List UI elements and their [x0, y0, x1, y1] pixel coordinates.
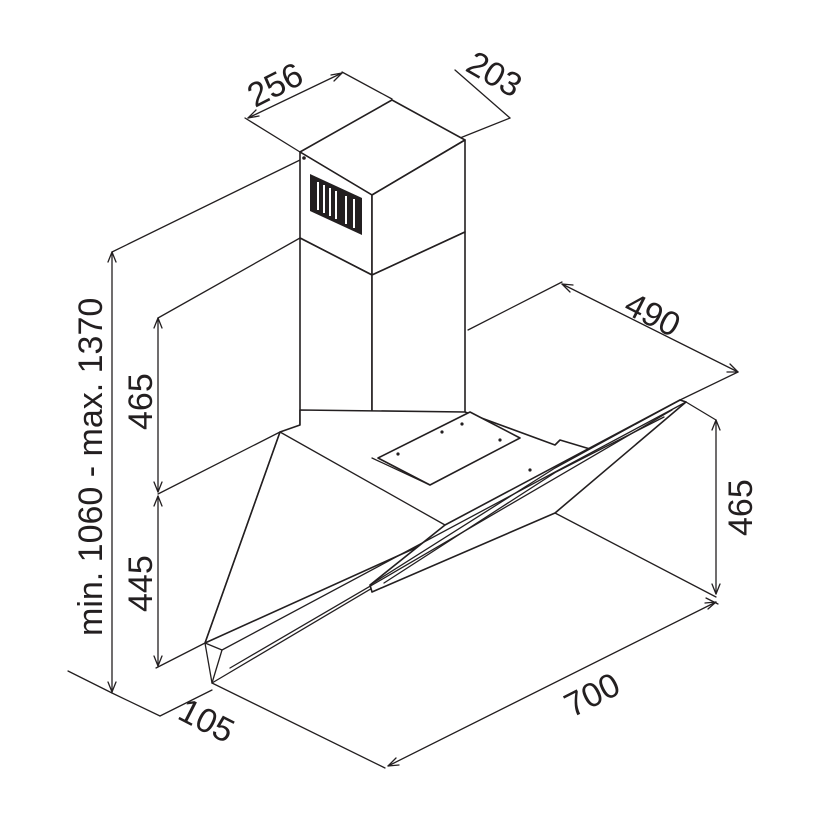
chimney-depth-label: 203: [460, 44, 528, 105]
chimney-height-label: 465: [122, 373, 160, 430]
chimney-depth-line: [454, 69, 511, 119]
chimney-base-plate: [377, 411, 521, 486]
chimney-width-line: [247, 72, 343, 119]
canopy-top-surface: [204, 399, 681, 644]
vent-grille-icon: [310, 174, 362, 235]
dimension-lines: [107, 69, 739, 767]
total-height-label: min. 1060 - max. 1370: [72, 298, 110, 636]
hood-width-line: [387, 601, 717, 767]
hood-depth-label: 490: [618, 285, 686, 345]
cooker-hood: [204, 99, 687, 684]
hood-left-height-label: 445: [122, 555, 160, 612]
hood-right-height-label: 465: [722, 479, 760, 536]
extension-lines: [67, 71, 739, 769]
wall-offset-label: 105: [172, 691, 240, 751]
wall-offset-line: [111, 692, 161, 717]
hood-depth-line: [561, 283, 739, 373]
chimney-width-label: 256: [241, 56, 309, 116]
hood-width-label: 700: [558, 666, 626, 726]
